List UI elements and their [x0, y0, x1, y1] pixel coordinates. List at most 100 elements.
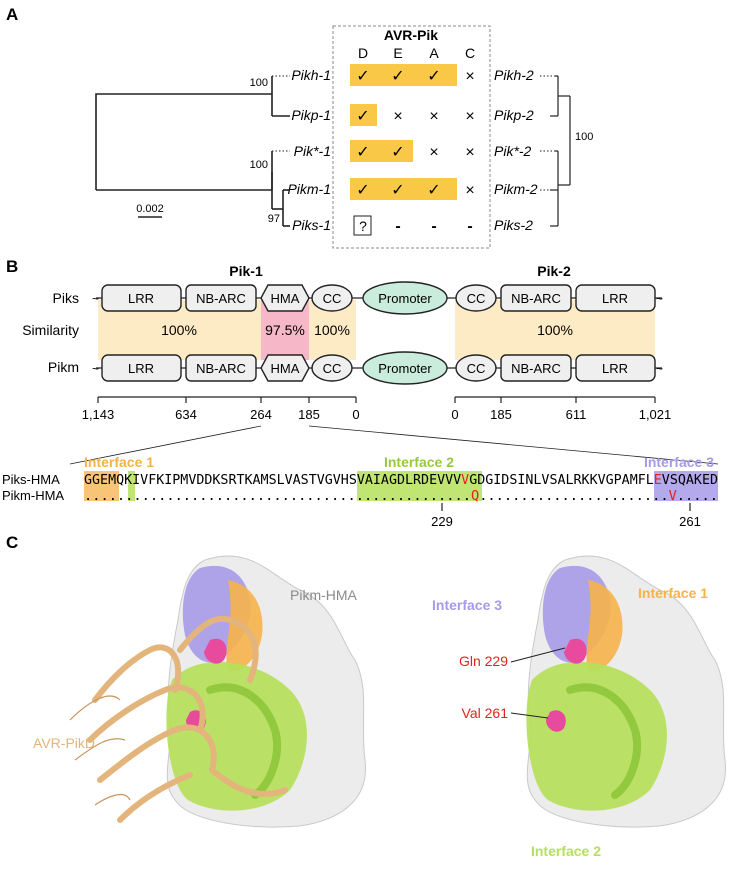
pikm-hma-label: Pikm-HMA: [290, 587, 358, 603]
gene-piks-1: Piks-1: [292, 217, 331, 233]
right-phylogeny: [550, 75, 571, 227]
cell-pikstar-d: ✓: [356, 144, 369, 161]
cell-piks-e: -: [395, 218, 400, 235]
pikm-lrr-left-label: LRR: [128, 361, 154, 376]
svg-text:~: ~: [656, 362, 663, 376]
pikm-promoter: [362, 351, 448, 385]
coordinate-axes: [97, 396, 656, 403]
unknown-box: [353, 215, 372, 236]
pikm-nbarc-left-label: NB-ARC: [196, 361, 246, 376]
interface2-label: Interface 2: [384, 454, 454, 470]
similarity-right: 100%: [537, 322, 573, 338]
sequence-segment: .......................: [479, 489, 668, 504]
gene-piks-2: Piks-2: [494, 217, 533, 233]
piks-nbarc-left: [185, 284, 257, 312]
highlight-pik-star: [350, 140, 413, 162]
cell-pikstar-a: ×: [429, 144, 438, 161]
bootstrap-lower: 100: [250, 159, 268, 171]
bootstrap-upper: 100: [250, 77, 268, 89]
val261-spot-right: [546, 710, 566, 732]
allele-e: E: [393, 45, 402, 61]
piks-lrr-left: [101, 284, 182, 312]
piks-cc-right-label: CC: [467, 291, 486, 306]
piks-nbarc-right: [500, 284, 572, 312]
gln229-leader: [510, 647, 566, 663]
pik1-title: Pik-1: [229, 263, 263, 279]
pik2-title: Pik-2: [537, 263, 571, 279]
domain-row-piks: ~ ~ LRR NB-ARC HMA CC Promoter CC NB-ARC…: [92, 281, 663, 315]
sequence-segment: ........................................…: [84, 489, 471, 504]
avr-pikd-label: AVR-PikD: [33, 735, 95, 751]
interface1-surface-right: [586, 580, 623, 671]
pikm-hma: [260, 354, 310, 382]
pikm-cc-right-label: CC: [467, 361, 486, 376]
row-label-piks: Piks: [53, 290, 79, 306]
cell-pikp-a: ×: [429, 108, 438, 125]
cell-pikp-d: ✓: [356, 108, 369, 125]
panel-label-c: C: [6, 533, 18, 552]
tick-0-right: 0: [451, 407, 458, 422]
bootstrap-right: 100: [575, 131, 593, 143]
pos229-label: 229: [431, 514, 453, 529]
cell-pikp-e: ×: [393, 108, 402, 125]
interface1-label: Interface 1: [84, 454, 154, 470]
seq-label-pikm: Pikm-HMA: [2, 488, 64, 503]
avr-pikd-ribbon: [87, 615, 288, 823]
svg-text:~: ~: [92, 362, 99, 376]
piks-lrr-left-label: LRR: [128, 291, 154, 306]
sequence-segment: GGEMQKIVFKIPMVDDKSRTKAMSLVASTVGVHSVAIAGD…: [84, 473, 461, 488]
sequence-pikm: ........................................…: [84, 489, 718, 504]
avr-pik-box: [332, 25, 491, 249]
scale-label: 0.002: [136, 203, 164, 215]
avr-pik-title: AVR-Pik: [384, 27, 438, 43]
gln229-spot-right: [564, 638, 587, 664]
gene-pikp-1: Pikp-1: [291, 107, 331, 123]
row-label-similarity: Similarity: [22, 322, 79, 338]
similarity-cc: 100%: [314, 322, 350, 338]
val261-leader: [510, 712, 549, 719]
bootstrap-97: 97: [268, 213, 280, 225]
cell-pikh-e: ✓: [391, 68, 404, 85]
gene-pikm-1: Pikm-1: [287, 181, 331, 197]
svg-text:~: ~: [92, 292, 99, 306]
tick-0-left: 0: [352, 407, 359, 422]
pikm-nbarc-left: [185, 354, 257, 382]
allele-c: C: [465, 45, 475, 61]
zoom-lines: [69, 425, 719, 465]
panel-label-b: B: [6, 257, 18, 276]
seq-label-piks: Piks-HMA: [2, 472, 60, 487]
left-structure: [69, 555, 367, 828]
sequence-piks: GGEMQKIVFKIPMVDDKSRTKAMSLVASTVGVHSVAIAGD…: [84, 473, 718, 488]
piks-cc-left-label: CC: [323, 291, 342, 306]
pos261-label: 261: [679, 514, 701, 529]
mutation-residue: Q: [471, 489, 479, 504]
interface3-label: Interface 3: [644, 454, 714, 470]
piks-hma-label: HMA: [271, 291, 300, 306]
cell-pikm-d: ✓: [356, 182, 369, 199]
interface2-box: [357, 471, 482, 501]
similarity-left: 100%: [161, 322, 197, 338]
pikm-lrr-left: [101, 354, 182, 382]
piks-promoter-label: Promoter: [378, 291, 432, 306]
pikm-nbarc-right-label: NB-ARC: [511, 361, 561, 376]
tick-185-right: 185: [490, 407, 512, 422]
row-label-pikm: Pikm: [48, 359, 79, 375]
pikm-lrr-right: [575, 354, 656, 382]
piks-nbarc-left-label: NB-ARC: [196, 291, 246, 306]
cell-piks-c: -: [467, 218, 472, 235]
left-phylogeny: [95, 76, 290, 227]
interface2-structure-label: Interface 2: [531, 843, 601, 859]
pikm-cc-left-label: CC: [323, 361, 342, 376]
piks-lrr-right-label: LRR: [602, 291, 628, 306]
cell-pikm-a: ✓: [427, 182, 440, 199]
gln229-spot-left: [204, 638, 227, 664]
sequence-segment: .....: [677, 489, 718, 504]
cell-pikp-c: ×: [465, 108, 474, 125]
highlight-pikm: [350, 178, 457, 200]
pikm-cc-right: [455, 354, 497, 382]
gene-pikh-2: Pikh-2: [494, 67, 534, 83]
interface1-box: [84, 471, 119, 501]
cell-pikh-d: ✓: [356, 68, 369, 85]
pikm-nbarc-right: [500, 354, 572, 382]
